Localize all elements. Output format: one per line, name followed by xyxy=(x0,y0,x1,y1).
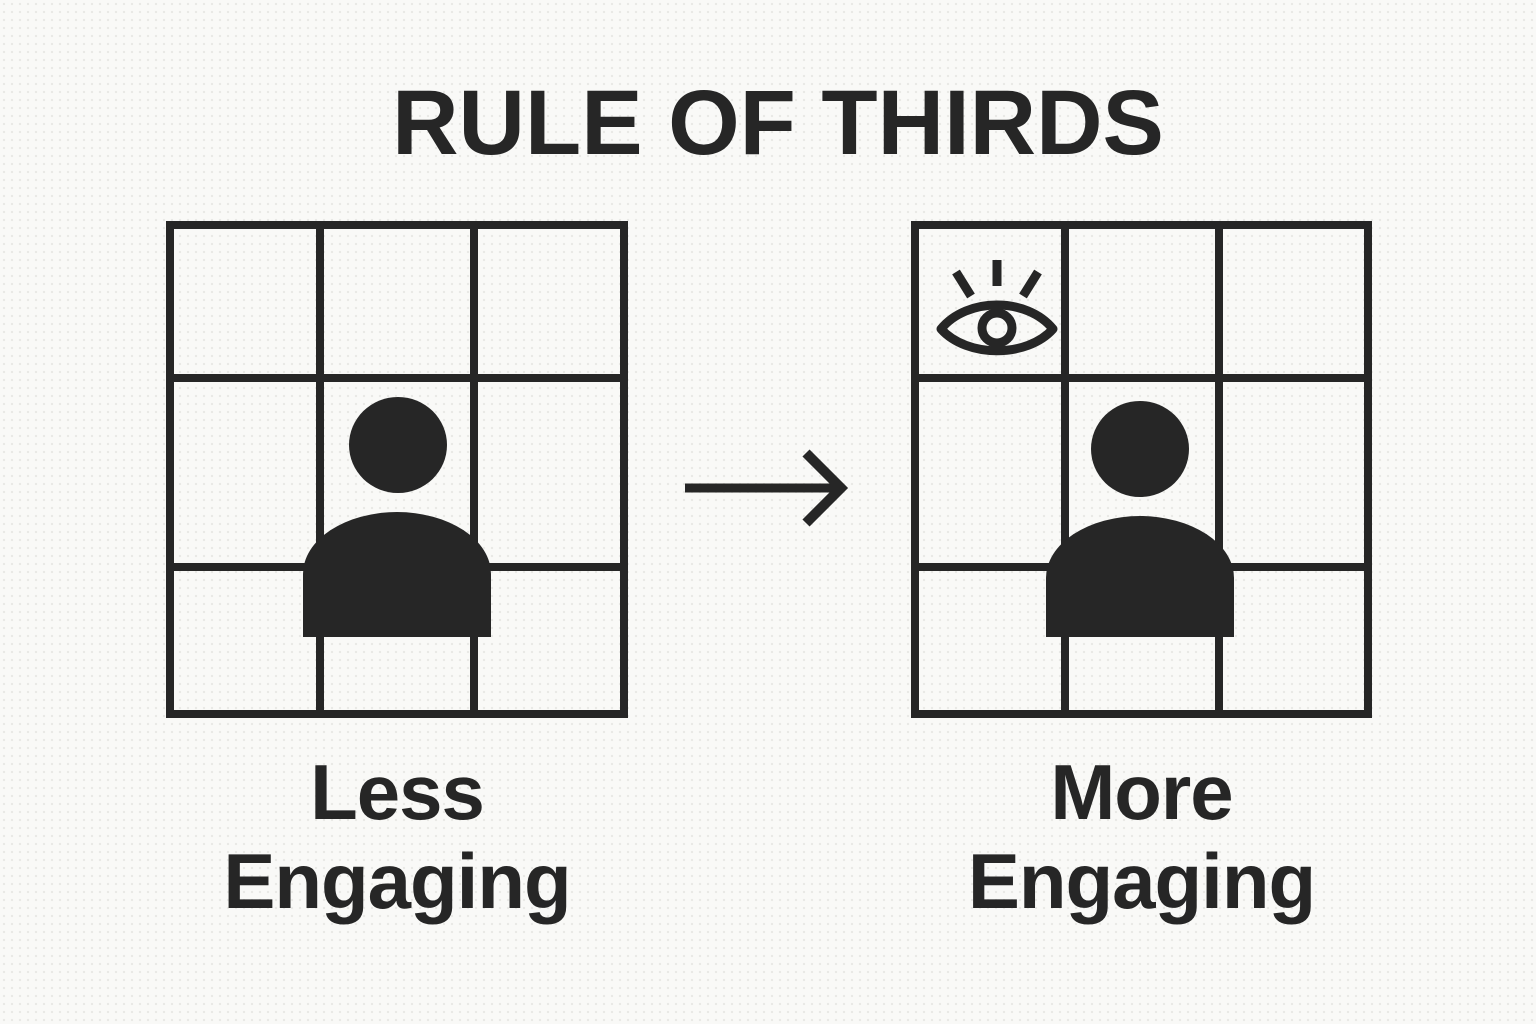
person-icon xyxy=(174,229,620,710)
grid-line-vertical-1 xyxy=(1061,229,1069,710)
grid-line-vertical-2 xyxy=(1215,229,1223,710)
caption-line: Engaging xyxy=(967,837,1316,925)
grid-line-horizontal-1 xyxy=(174,374,620,382)
grid-line-horizontal-1 xyxy=(919,374,1364,382)
eye-icon xyxy=(936,260,1058,356)
page-title: RULE OF THIRDS xyxy=(392,72,1164,174)
caption-line: Less xyxy=(310,748,485,836)
caption-line: Engaging xyxy=(223,837,571,925)
grid-line-vertical-1 xyxy=(316,229,324,710)
caption-more-engaging: More Engaging xyxy=(911,748,1372,926)
arrow-right-icon xyxy=(685,449,849,527)
caption-line: More xyxy=(1050,748,1233,836)
grid-line-vertical-2 xyxy=(470,229,478,710)
caption-less-engaging: Less Engaging xyxy=(166,748,628,926)
person-head xyxy=(349,397,447,493)
grid-more-engaging xyxy=(911,221,1372,718)
person-icon xyxy=(919,229,1364,710)
person-torso xyxy=(1046,516,1234,637)
grid-less-engaging xyxy=(166,221,628,718)
person-head xyxy=(1091,401,1189,497)
person-torso xyxy=(303,512,491,637)
